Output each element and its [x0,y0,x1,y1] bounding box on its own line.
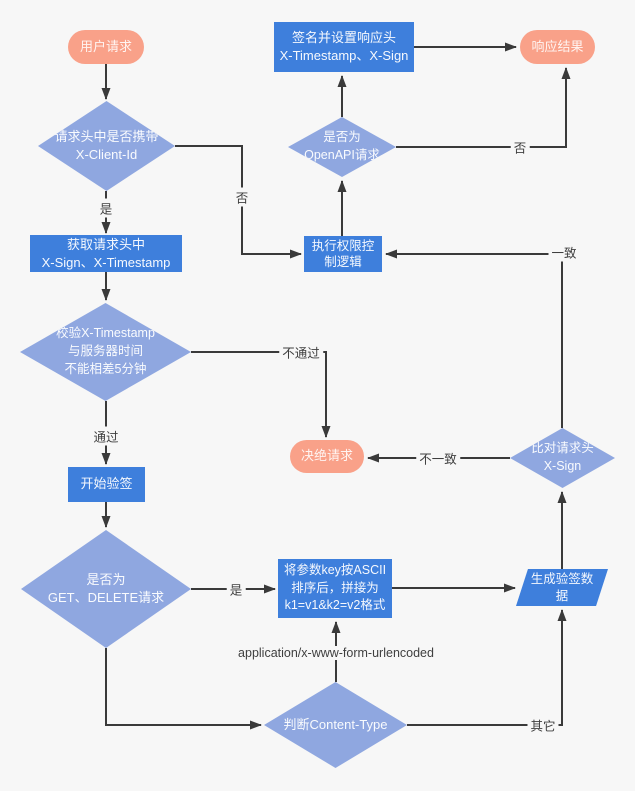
edge-getdelete-to-contenttype [105,648,262,730]
node-content-type-check-label: 判断Content-Type [283,716,388,732]
node-get-headers-label: 获取请求头中 X-Sign、X-Timestamp [41,236,171,270]
node-gen-verify-data-label: 生成验签数 据 [530,572,594,603]
node-user-request: 用户请求 [68,30,144,64]
edge-label-yes-getdelete: 是 [226,579,246,599]
edge-label-match: 一致 [548,242,580,262]
node-reject-request-label: 决绝请求 [300,448,353,464]
node-check-timestamp-label: 校验X-Timestamp 与服务器时间 不能相差5分钟 [56,326,155,376]
edge-label-mismatch: 不一致 [416,448,460,468]
node-compare-sign-label: 比对请求头 X-Sign [531,441,594,473]
edge-label-no-clientid: 否 [232,187,252,207]
node-start-verify: 开始验签 [68,467,145,502]
edge-openapi-no [396,67,571,148]
node-response-result: 响应结果 [520,30,595,64]
node-check-client-id-label: 请求头中是否携带 X-Client-Id [54,128,159,162]
node-openapi-check-label: 是否为 OpenAPI请求 [304,130,380,162]
node-ascii-sort-label: 将参数key按ASCII 排序后，拼接为 k1=v1&k2=v2格式 [283,563,387,613]
edge-comparesign-match [385,249,563,428]
node-sign-response-label: 签名并设置响应头 X-Timestamp、X-Sign [279,29,409,63]
edge-label-form-urlencoded: application/x-www-form-urlencoded [235,646,437,660]
node-exec-auth-label: 执行权限控 制逻辑 [311,238,375,269]
node-exec-auth: 执行权限控 制逻辑 [304,236,382,272]
node-start-verify-label: 开始验签 [80,476,133,492]
node-gen-verify-data: 生成验签数 据 [516,569,608,606]
node-response-result-label: 响应结果 [531,38,584,54]
edge-contenttype-other [407,609,567,726]
node-sign-response: 签名并设置响应头 X-Timestamp、X-Sign [274,22,414,72]
node-ascii-sort: 将参数key按ASCII 排序后，拼接为 k1=v1&k2=v2格式 [278,559,392,618]
edge-label-pass: 通过 [90,426,122,446]
node-user-request-label: 用户请求 [79,38,132,54]
edge-label-no-openapi: 否 [510,137,530,157]
edge-label-yes-clientid: 是 [96,198,116,218]
edge-label-other: 其它 [527,715,559,735]
edge-checkts-fail [191,351,331,438]
node-get-headers: 获取请求头中 X-Sign、X-Timestamp [30,235,182,272]
node-get-delete-check-label: 是否为 GET、DELETE请求 [47,571,165,605]
node-reject-request: 决绝请求 [290,440,364,473]
edge-label-fail: 不通过 [279,342,323,362]
